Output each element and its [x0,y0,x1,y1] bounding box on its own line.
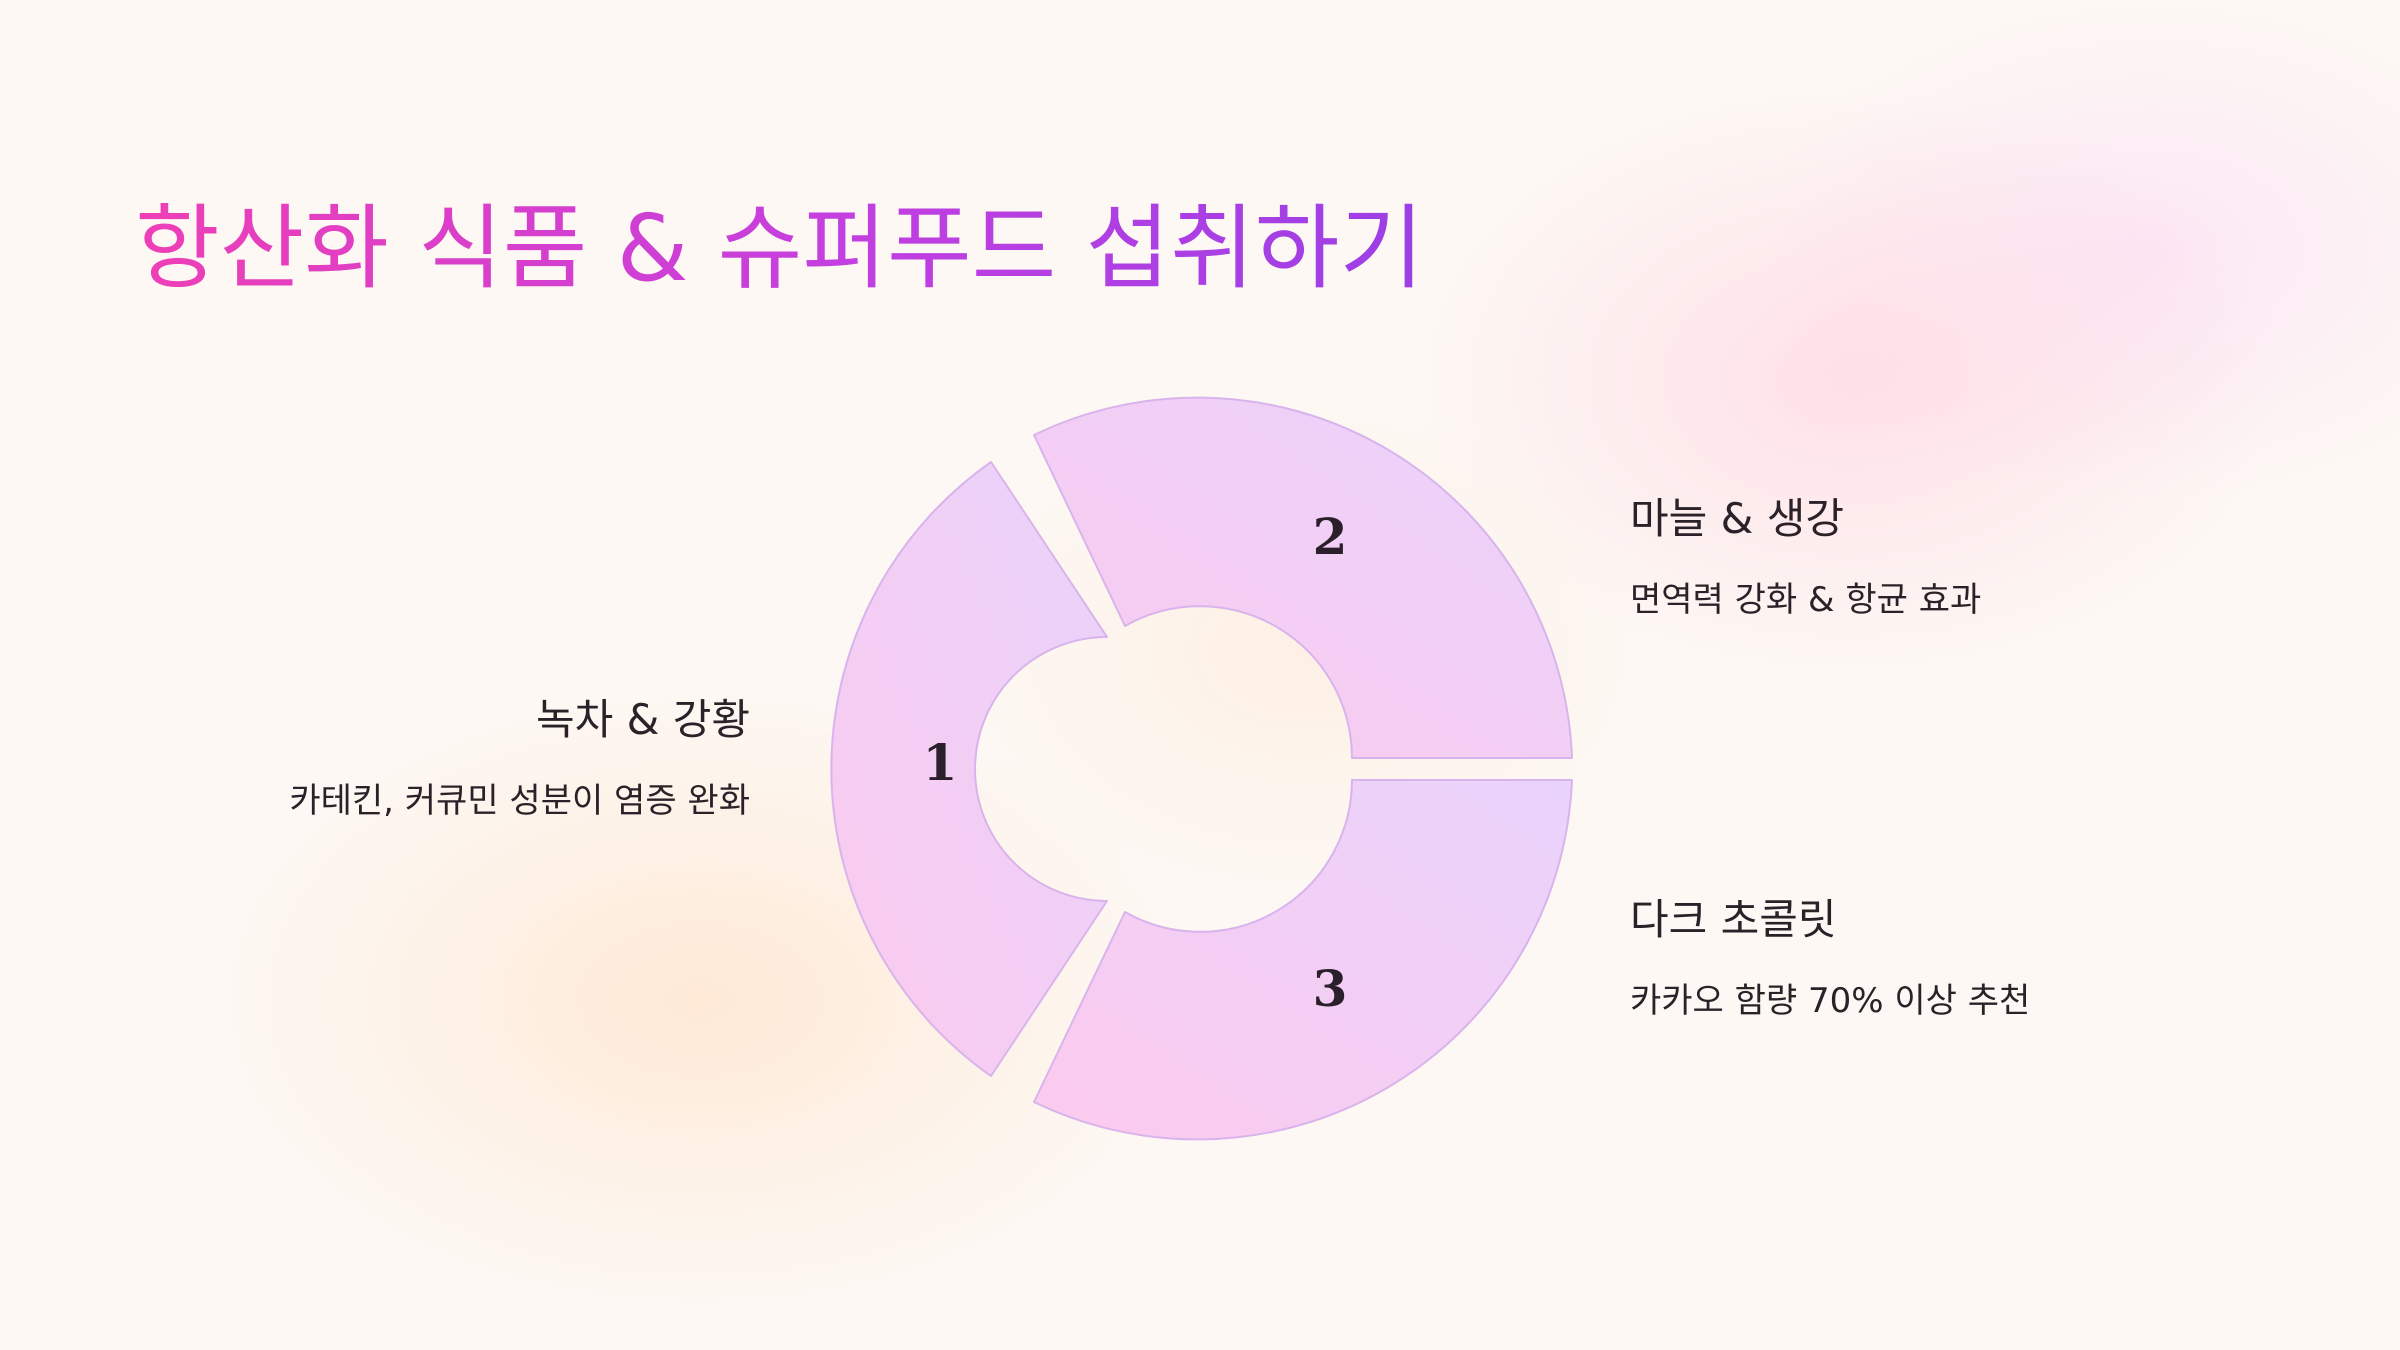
item-label-1: 녹차 & 강황 카테킨, 커큐민 성분이 염증 완화 [289,695,750,822]
segment-number-3: 3 [1313,959,1348,1018]
item-label-3: 다크 초콜릿 카카오 함량 70% 이상 추천 [1630,895,2030,1022]
ring-segment-3 [1033,779,1573,1141]
item-heading-3: 다크 초콜릿 [1630,895,1837,944]
ring-segment-2 [1033,396,1573,759]
segment-number-2: 2 [1313,507,1348,566]
item-description-2: 면역력 강화 & 항균 효과 [1630,580,1982,621]
segment-number-1: 1 [923,733,958,792]
item-label-2: 마늘 & 생강 면역력 강화 & 항균 효과 [1630,494,1981,621]
page-title: 항산화 식품 & 슈퍼푸드 섭취하기 [135,195,1425,302]
ring-segment-1 [830,461,1108,1077]
item-heading-1: 녹차 & 강황 [535,695,750,744]
item-description-3: 카카오 함량 70% 이상 추천 [1630,981,2031,1022]
item-description-1: 카테킨, 커큐민 성분이 염증 완화 [289,781,750,822]
item-heading-2: 마늘 & 생강 [1630,494,1845,543]
